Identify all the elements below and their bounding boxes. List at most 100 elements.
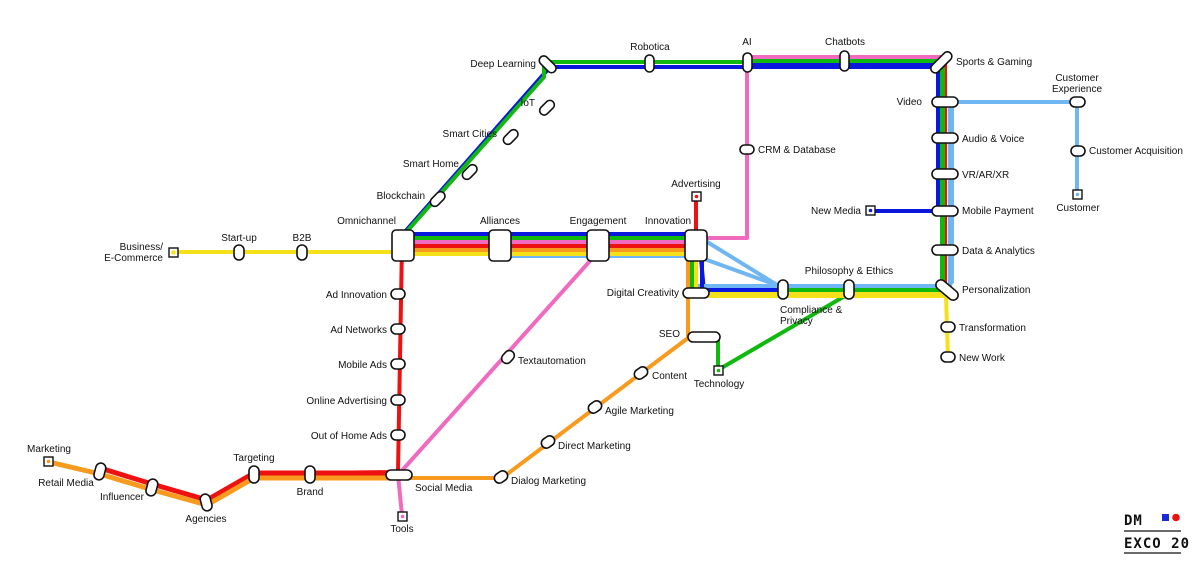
station-compliance-privacy[interactable]	[777, 279, 789, 300]
label-philosophy-ethics: Philosophy & Ethics	[805, 266, 893, 277]
label-personalization: Personalization	[962, 285, 1030, 296]
station-iot[interactable]	[538, 99, 556, 117]
label-iot: IoT	[521, 98, 535, 109]
label-compliance-privacy-2: Privacy	[780, 316, 813, 327]
station-agile-marketing[interactable]	[586, 399, 603, 415]
station-digital-creativity[interactable]	[682, 287, 710, 299]
station-mobile-payment[interactable]	[931, 205, 959, 217]
dmexco-logo: DM EXCO 20	[1124, 513, 1190, 554]
station-b2b[interactable]	[296, 244, 308, 261]
station-textautomation[interactable]	[500, 348, 517, 365]
station-audio-voice[interactable]	[931, 132, 959, 144]
station-blockchain[interactable]	[429, 190, 447, 208]
station-alliances[interactable]	[488, 229, 512, 262]
label-agile-marketing: Agile Marketing	[605, 406, 674, 417]
label-compliance-privacy-1: Compliance &	[780, 305, 843, 316]
station-transformation[interactable]	[940, 321, 956, 333]
creativity-bundle	[686, 254, 704, 294]
station-brand[interactable]	[304, 465, 316, 484]
station-new-work[interactable]	[940, 351, 956, 363]
station-ad-innovation[interactable]	[390, 288, 406, 300]
station-sports-gaming[interactable]	[929, 50, 954, 75]
station-customer-experience[interactable]	[1069, 96, 1086, 108]
station-online-advertising[interactable]	[390, 394, 406, 406]
label-sports-gaming: Sports & Gaming	[956, 57, 1032, 68]
station-engagement[interactable]	[586, 229, 610, 262]
line-orange	[47, 238, 690, 507]
label-omnichannel: Omnichannel	[337, 216, 396, 227]
label-digital-creativity: Digital Creativity	[607, 288, 679, 299]
label-engagement: Engagement	[570, 216, 627, 227]
station-innovation[interactable]	[684, 229, 708, 262]
station-omnichannel[interactable]	[391, 229, 415, 262]
station-philosophy-ethics[interactable]	[843, 279, 855, 300]
label-tools: Tools	[390, 524, 413, 535]
logo-square	[1162, 514, 1169, 521]
label-customer-acquisition: Customer Acquisition	[1089, 146, 1183, 157]
station-deep-learning[interactable]	[537, 54, 558, 75]
label-transformation: Transformation	[959, 323, 1026, 334]
label-advertising: Advertising	[671, 179, 720, 190]
label-new-media: New Media	[811, 206, 861, 217]
label-out-of-home-ads: Out of Home Ads	[311, 431, 387, 442]
label-mobile-ads: Mobile Ads	[338, 360, 387, 371]
label-agencies: Agencies	[185, 514, 226, 525]
trunk-bundle	[400, 232, 698, 256]
logo-line2: EXCO 20	[1124, 536, 1190, 552]
station-seo[interactable]	[687, 331, 721, 343]
station-mobile-ads[interactable]	[390, 358, 406, 370]
label-business-ecommerce-2: E-Commerce	[104, 253, 163, 264]
label-content: Content	[652, 371, 687, 382]
label-business-ecommerce-1: Business/	[120, 242, 164, 253]
label-deep-learning: Deep Learning	[470, 59, 536, 70]
label-alliances: Alliances	[480, 216, 520, 227]
label-social-media: Social Media	[415, 483, 473, 494]
station-dialog-marketing[interactable]	[492, 469, 509, 485]
station-smart-cities[interactable]	[502, 128, 520, 146]
line-lightblue-main	[498, 100, 954, 290]
station-vr-ar-xr[interactable]	[931, 168, 959, 180]
label-crm-database: CRM & Database	[758, 145, 836, 156]
station-retail-media[interactable]	[93, 462, 107, 481]
station-ad-networks[interactable]	[390, 323, 406, 335]
terminals	[43, 189, 1083, 522]
station-social-media[interactable]	[385, 469, 413, 481]
label-marketing: Marketing	[27, 444, 71, 455]
station-chatbots[interactable]	[839, 50, 850, 72]
station-crm-database[interactable]	[739, 144, 755, 155]
label-brand: Brand	[297, 487, 324, 498]
station-agencies[interactable]	[199, 493, 213, 512]
station-direct-marketing[interactable]	[539, 434, 556, 450]
label-direct-marketing: Direct Marketing	[558, 441, 631, 452]
label-vr-ar-xr: VR/AR/XR	[962, 170, 1009, 181]
label-ad-innovation: Ad Innovation	[326, 290, 387, 301]
label-chatbots: Chatbots	[825, 37, 865, 48]
station-start-up[interactable]	[233, 244, 245, 261]
label-b2b: B2B	[293, 233, 312, 244]
station-targeting[interactable]	[248, 465, 260, 484]
label-new-work: New Work	[959, 353, 1006, 364]
label-robotica: Robotica	[630, 42, 670, 53]
line-lightblue-diag	[702, 238, 784, 290]
label-customer: Customer	[1056, 203, 1100, 214]
label-technology: Technology	[694, 379, 745, 390]
label-seo: SEO	[659, 329, 680, 340]
station-robotica[interactable]	[644, 54, 655, 73]
label-mobile-payment: Mobile Payment	[962, 206, 1034, 217]
station-influencer[interactable]	[145, 478, 159, 497]
station-personalization[interactable]	[934, 278, 960, 302]
station-smart-home[interactable]	[461, 163, 479, 181]
logo-line1: DM	[1124, 513, 1143, 529]
station-video[interactable]	[931, 96, 959, 108]
label-customer-experience-2: Experience	[1052, 84, 1102, 95]
station-ai[interactable]	[742, 52, 753, 73]
label-influencer: Influencer	[100, 492, 145, 503]
station-content[interactable]	[632, 365, 649, 381]
label-ad-networks: Ad Networks	[330, 325, 387, 336]
lower-bundle	[694, 284, 948, 296]
station-out-of-home-ads[interactable]	[390, 429, 406, 441]
station-customer-acquisition[interactable]	[1070, 145, 1086, 157]
station-data-analytics[interactable]	[931, 244, 959, 256]
labels: Deep Learning Robotica AI Chatbots Sport…	[27, 37, 1183, 535]
